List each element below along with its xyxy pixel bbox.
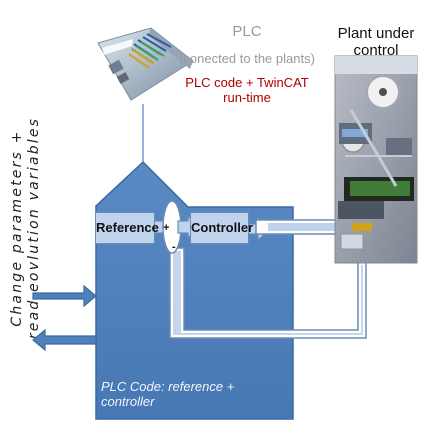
side-text-svg: Change parameters + read eovlution varia… xyxy=(9,117,42,339)
plc-subtitle: (conected to the plants) xyxy=(179,50,315,66)
sum-plus-sign: + xyxy=(163,222,170,234)
output-arrow xyxy=(32,328,97,352)
controller-to-plant-arrow-fill xyxy=(268,218,350,236)
side-text-line-1: Change parameters + xyxy=(9,129,25,326)
input-arrow xyxy=(32,284,97,308)
plc-device-graphic xyxy=(97,27,194,101)
side-text-line-2: read eovlution variables xyxy=(26,117,42,339)
plc-runtime-text: PLC code + TwinCAT run-time xyxy=(185,75,309,105)
plant-photo-graphic xyxy=(334,55,418,264)
plc-title: PLC xyxy=(232,23,262,40)
controller-block: Controller xyxy=(190,212,253,244)
sum-minus-sign: - xyxy=(172,241,176,253)
plc-label-group: PLC (conected to the plants) PLC code + … xyxy=(178,23,316,105)
plant-title: Plant under control xyxy=(337,25,415,59)
side-text: Change parameters + read eovlution varia… xyxy=(3,48,47,408)
reference-block: Reference xyxy=(95,212,159,244)
plc-code-label: PLC Code: reference + controller xyxy=(101,379,235,409)
